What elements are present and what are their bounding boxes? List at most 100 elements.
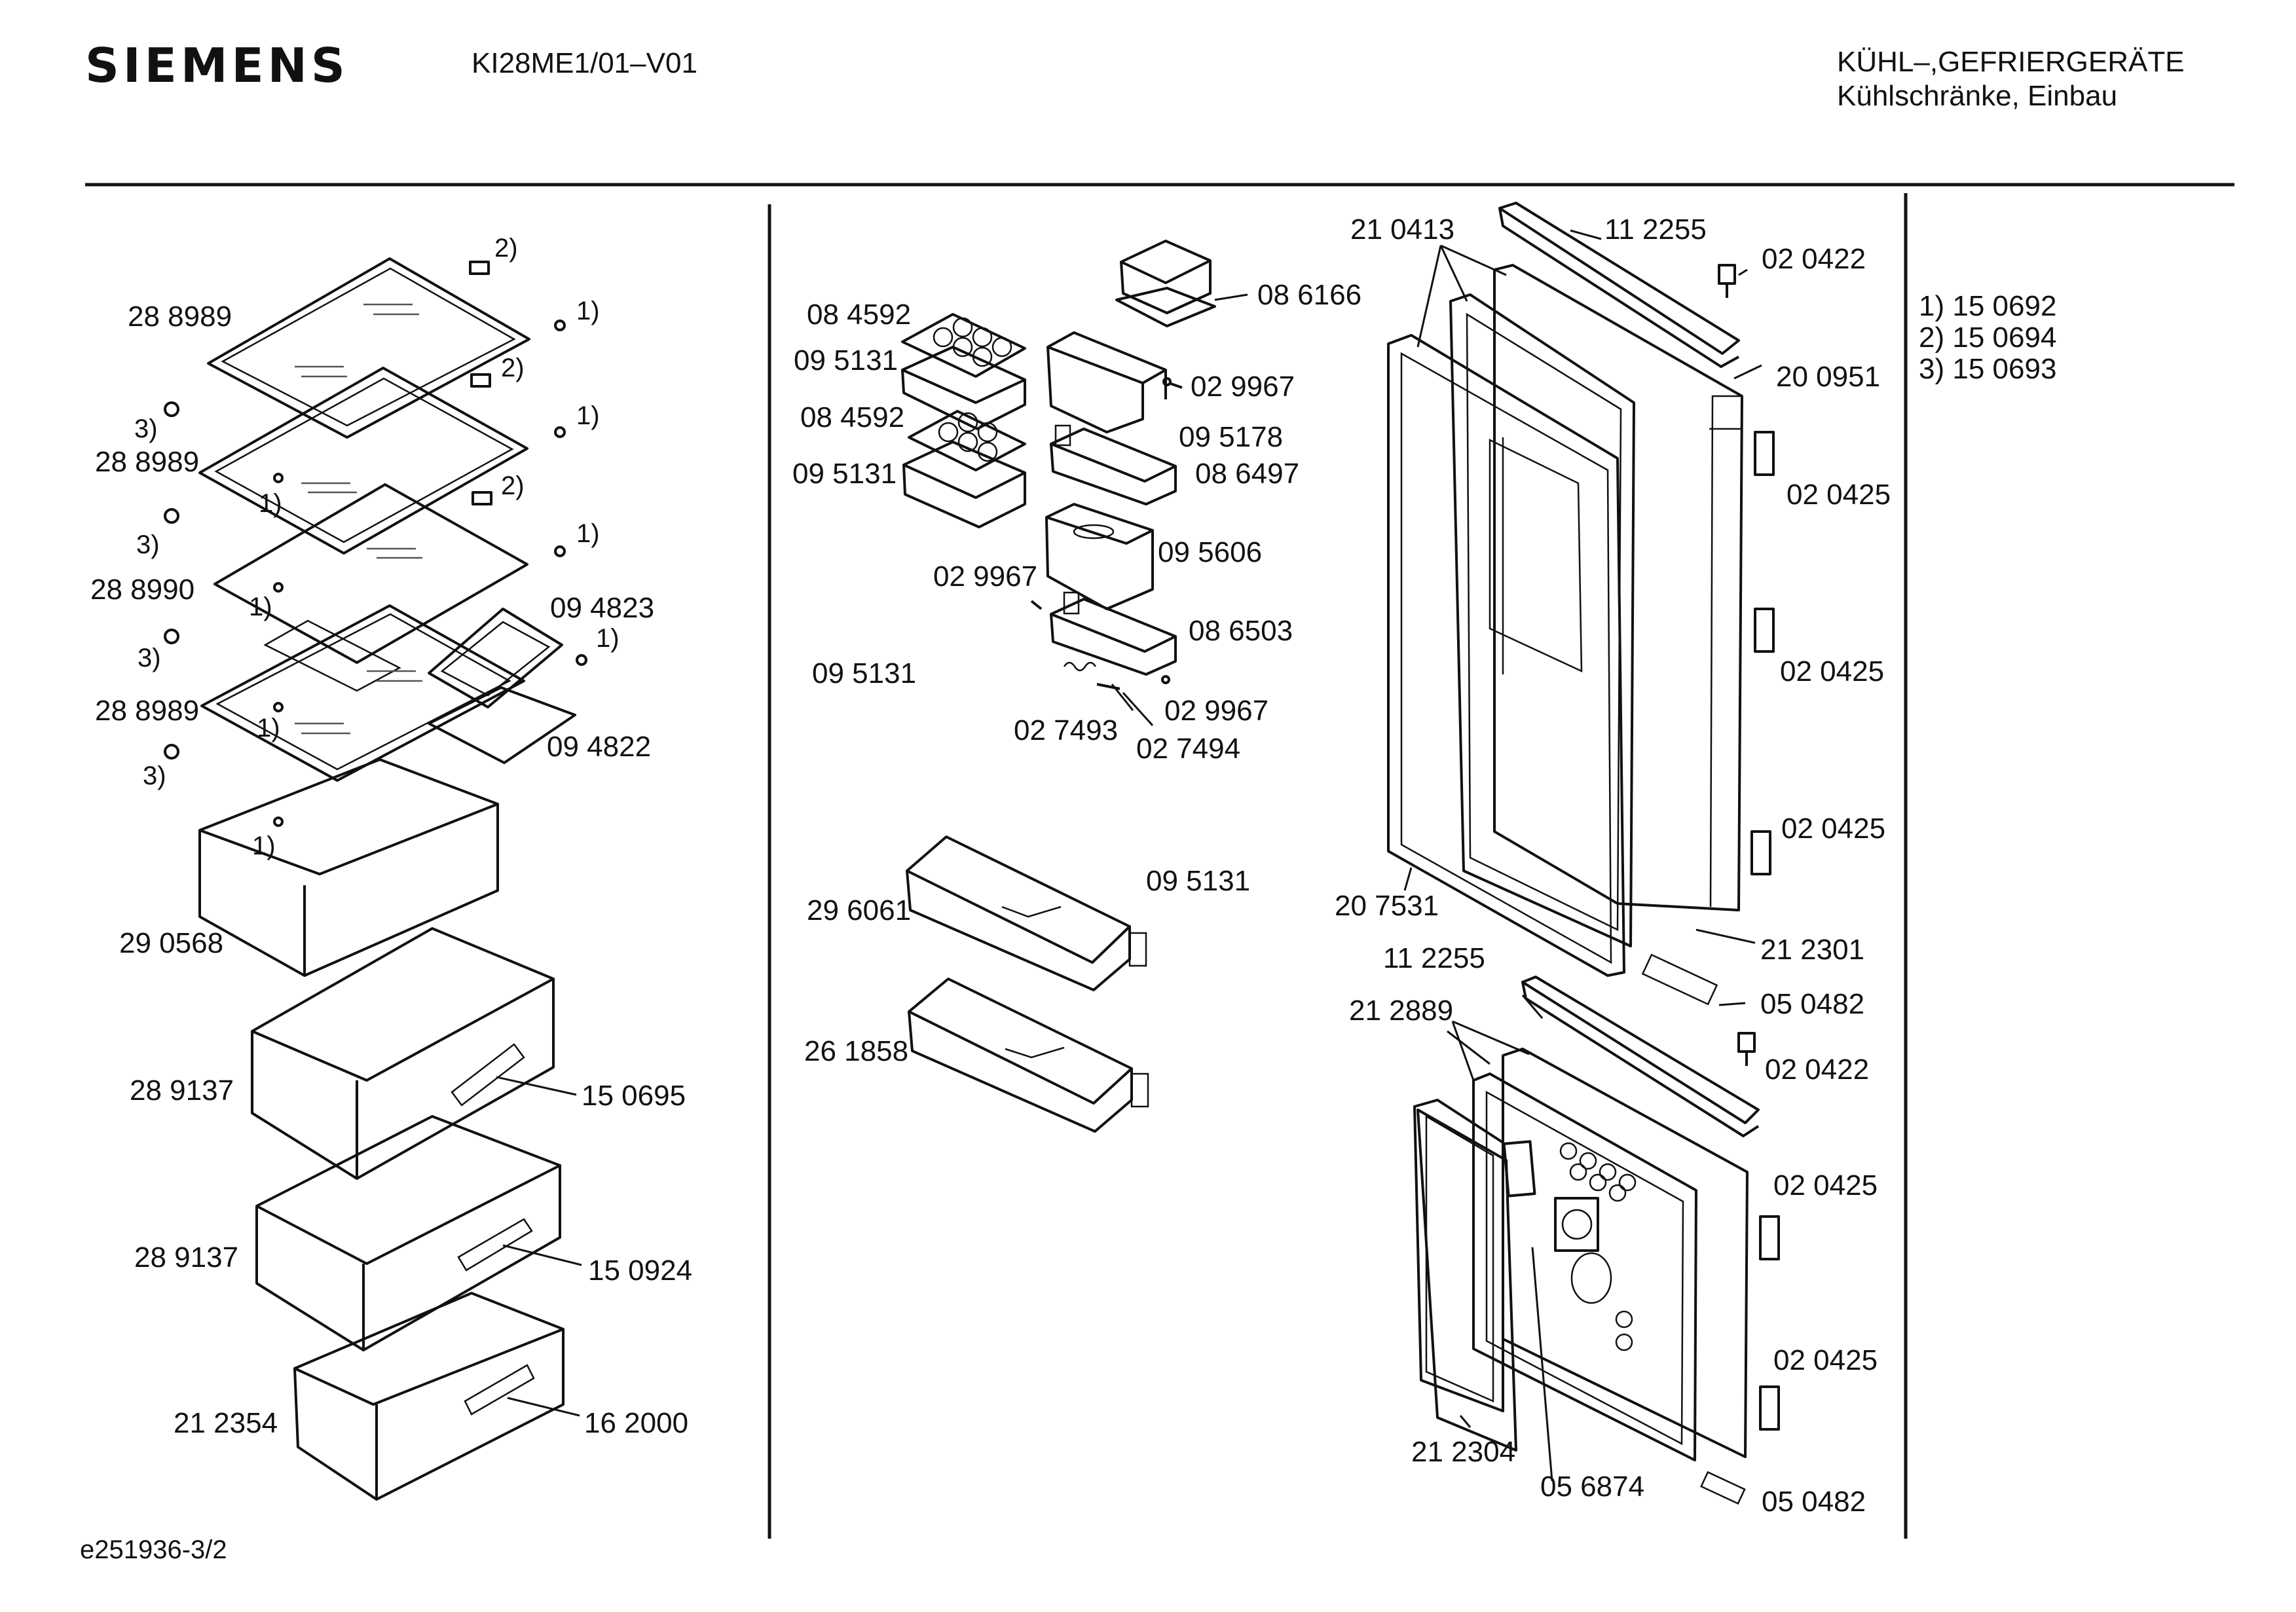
- part-label: 02 0422: [1762, 243, 1866, 275]
- lower-door-liner: [1413, 1099, 1517, 1452]
- part-label: 11 2255: [1604, 213, 1707, 246]
- part-label: 08 6497: [1195, 458, 1299, 490]
- part-label: 02 9967: [1191, 371, 1295, 403]
- note-ref: 3): [136, 530, 160, 559]
- part-label: 09 5606: [1158, 536, 1262, 568]
- legend-row: 3) 15 0693: [1919, 353, 2056, 386]
- part-label: 29 6061: [807, 894, 911, 926]
- note-ref: 2): [494, 234, 518, 263]
- part-label: 28 8989: [95, 446, 199, 478]
- door-shelf-base: [1050, 591, 1177, 676]
- upper-door-brackets: [1750, 431, 1775, 875]
- leader-line: [1738, 268, 1748, 276]
- part-label: 02 0425: [1773, 1169, 1878, 1201]
- part-label: 21 0413: [1350, 213, 1454, 246]
- door-shelf-base: [1050, 424, 1177, 505]
- note-ref: 1): [252, 832, 276, 860]
- part-label: 05 0482: [1762, 1486, 1866, 1518]
- leader-line: [1111, 684, 1134, 711]
- shelf-clip-parts: [164, 261, 587, 827]
- note-ref: 1): [257, 714, 280, 742]
- legend-part-number: 15 0693: [1952, 353, 2057, 385]
- legend-key: 1): [1919, 290, 1945, 322]
- lower-door-panel: [1502, 1048, 1749, 1458]
- leader-line: [1459, 1415, 1472, 1428]
- note-ref: 1): [249, 593, 272, 621]
- door-shelf-flap: [1045, 503, 1154, 610]
- part-label: 02 0425: [1787, 479, 1891, 511]
- part-label: 08 4592: [800, 401, 904, 433]
- note-ref: 3): [143, 761, 166, 790]
- lower-door-hinge-rail: [1521, 953, 1760, 1137]
- note-ref: 3): [134, 414, 158, 443]
- part-label: 28 8990: [90, 574, 194, 606]
- glass-shelf: [207, 257, 530, 439]
- egg-tray: [901, 313, 1026, 378]
- crisper-cover: [198, 758, 499, 977]
- part-label: 09 5131: [794, 344, 898, 376]
- glass-shelf: [198, 367, 528, 555]
- leader-line: [1531, 1247, 1553, 1482]
- legend-key: 3): [1919, 353, 1945, 385]
- part-label: 15 0924: [588, 1255, 692, 1287]
- note-ref: 2): [501, 471, 525, 500]
- leader-line: [1451, 1021, 1475, 1081]
- legend-part-number: 15 0692: [1952, 290, 2057, 322]
- part-label: 29 0568: [119, 927, 223, 959]
- part-label: 15 0695: [582, 1080, 686, 1112]
- leader-line: [1447, 1030, 1491, 1065]
- part-label: 09 5131: [792, 458, 897, 490]
- leader-line: [1416, 245, 1442, 348]
- part-label: 02 0425: [1773, 1344, 1878, 1376]
- part-label: 02 0422: [1765, 1053, 1869, 1086]
- leader-line: [1570, 229, 1602, 240]
- part-label: 09 4822: [547, 731, 651, 763]
- part-label: 28 8989: [95, 695, 199, 727]
- egg-tray: [908, 410, 1026, 471]
- part-label: 08 4592: [807, 299, 911, 331]
- leader-line: [1695, 928, 1756, 944]
- part-label: 21 2301: [1760, 934, 1864, 966]
- legend-row: 2) 15 0694: [1919, 321, 2056, 354]
- leader-line: [1733, 364, 1762, 380]
- door-bottle-rack: [906, 835, 1147, 991]
- part-label: 02 0425: [1781, 813, 1885, 845]
- vegetable-drawer: [255, 1115, 561, 1351]
- note-ref: 1): [259, 489, 282, 518]
- part-label: 02 9967: [933, 560, 1037, 593]
- leader-line: [502, 1244, 582, 1266]
- part-label: 28 9137: [130, 1074, 234, 1107]
- part-label: 08 6503: [1189, 615, 1293, 647]
- vegetable-drawer: [251, 927, 555, 1180]
- leader-line: [496, 1076, 577, 1096]
- screw-parts: [1030, 377, 1183, 684]
- category-subtitle: Kühlschränke, Einbau: [1837, 80, 2118, 112]
- part-label: 08 6166: [1257, 279, 1361, 311]
- part-label: 20 7531: [1335, 890, 1439, 922]
- part-label: 09 5131: [1146, 865, 1250, 897]
- small-tray-lid: [428, 686, 576, 764]
- part-label: 16 2000: [584, 1407, 688, 1439]
- egg-tray-holder: [901, 346, 1026, 430]
- leader-line: [1403, 867, 1413, 891]
- legend-row: 1) 15 0692: [1919, 290, 2056, 323]
- lower-door-gasket: [1472, 1072, 1697, 1461]
- leader-line: [1214, 293, 1248, 301]
- part-label: 02 7493: [1014, 714, 1118, 746]
- leader-line: [1452, 1020, 1530, 1055]
- part-label: 09 5178: [1179, 421, 1283, 453]
- door-bottle-rack: [908, 978, 1149, 1133]
- door-shelf-flap: [1046, 331, 1167, 433]
- part-label: 28 9137: [134, 1241, 238, 1273]
- part-label: 28 8989: [128, 301, 232, 333]
- leader-line: [1440, 244, 1507, 276]
- part-label: 02 0425: [1780, 655, 1884, 687]
- part-label: 21 2354: [174, 1407, 278, 1439]
- part-label: 02 9967: [1164, 695, 1268, 727]
- leader-line: [507, 1397, 580, 1417]
- part-label: 20 0951: [1776, 361, 1880, 393]
- note-ref: 1): [576, 297, 600, 325]
- upper-door-panel: [1493, 264, 1743, 911]
- egg-tray-holder: [902, 441, 1026, 528]
